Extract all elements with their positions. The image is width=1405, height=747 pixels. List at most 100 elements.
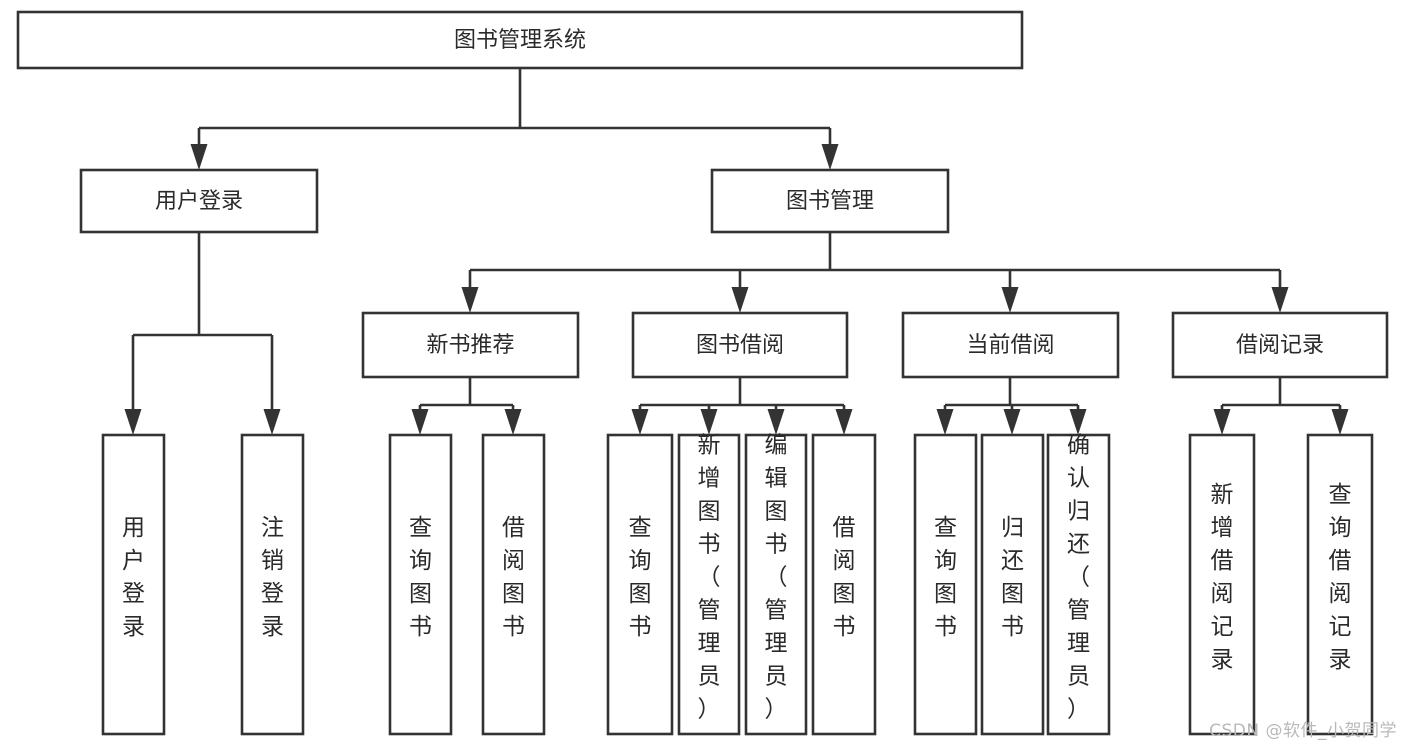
node-box[interactable] <box>1306 433 1374 736</box>
node-level2-1[interactable]: 图书管理 <box>710 168 950 234</box>
connector-new-to-2 <box>504 405 522 435</box>
arrow-head-icon <box>767 409 785 435</box>
connector-borrow-to-1 <box>631 405 649 435</box>
connector-books-to-new <box>461 270 479 313</box>
arrow-head-icon <box>1069 409 1087 435</box>
node-label: 查询借阅记录 <box>1329 482 1352 673</box>
node-box[interactable] <box>980 433 1045 736</box>
node-leaf-9[interactable]: 归还图书 <box>980 433 1045 736</box>
node-box[interactable] <box>361 311 580 379</box>
node-box[interactable] <box>240 433 305 736</box>
connector-borrow-to-4 <box>835 405 853 435</box>
connector-record-to-1 <box>1213 405 1231 435</box>
node-leaf-10[interactable]: 确认归还（管理员） <box>1046 433 1111 736</box>
arrow-head-icon <box>700 409 718 435</box>
node-label: 注销登录 <box>261 515 284 640</box>
node-label: 图书管理系统 <box>454 28 586 53</box>
arrow-head-icon <box>1331 409 1349 435</box>
arrow-head-icon <box>461 287 479 313</box>
node-leaf-12[interactable]: 查询借阅记录 <box>1306 433 1374 736</box>
node-box[interactable] <box>744 433 808 736</box>
node-label: 归还图书 <box>1001 515 1024 640</box>
node-leaf-8[interactable]: 查询图书 <box>913 433 978 736</box>
node-label: 借阅图书 <box>833 515 856 640</box>
node-level3-3[interactable]: 借阅记录 <box>1171 311 1389 379</box>
node-box[interactable] <box>901 311 1120 379</box>
node-box[interactable] <box>1046 433 1111 736</box>
connector-root-to-login <box>190 128 208 170</box>
connector-new-to-1 <box>411 405 429 435</box>
node-label: 查询图书 <box>409 515 432 640</box>
node-leaf-0[interactable]: 用户登录 <box>101 433 166 736</box>
node-box[interactable] <box>677 433 741 736</box>
connector-layer <box>124 68 1349 435</box>
node-label: 新增借阅记录 <box>1211 482 1234 673</box>
arrow-head-icon <box>731 287 749 313</box>
arrow-head-icon <box>263 409 281 435</box>
arrow-head-icon <box>1001 287 1019 313</box>
connector-current-to-2 <box>1003 405 1021 435</box>
arrow-head-icon <box>411 409 429 435</box>
connector-current-to-1 <box>936 405 954 435</box>
connector-login-to-1 <box>124 335 142 435</box>
node-leaf-2[interactable]: 查询图书 <box>388 433 453 736</box>
node-label: 查询图书 <box>629 515 652 640</box>
arrow-head-icon <box>1271 287 1289 313</box>
node-label: 用户登录 <box>155 189 243 214</box>
node-box[interactable] <box>811 433 877 736</box>
node-label: 当前借阅 <box>966 333 1054 358</box>
connector-current-to-3 <box>1069 405 1087 435</box>
node-box[interactable] <box>388 433 453 736</box>
node-box[interactable] <box>606 433 674 736</box>
connector-books-to-borrow <box>731 270 749 313</box>
node-label: 确认归还（管理员） <box>1067 433 1090 723</box>
node-label: 查询图书 <box>934 515 957 640</box>
arrow-head-icon <box>936 409 954 435</box>
connector-record-to-2 <box>1331 405 1349 435</box>
node-leaf-5[interactable]: 新增图书（管理员） <box>677 433 741 736</box>
connector-books-to-record <box>1271 270 1289 313</box>
node-box[interactable] <box>101 433 166 736</box>
arrow-head-icon <box>124 409 142 435</box>
arrow-head-icon <box>1003 409 1021 435</box>
node-box[interactable] <box>710 168 950 234</box>
node-leaf-1[interactable]: 注销登录 <box>240 433 305 736</box>
node-leaf-3[interactable]: 借阅图书 <box>481 433 546 736</box>
node-box[interactable] <box>16 10 1024 70</box>
connector-borrow-to-3 <box>767 405 785 435</box>
node-label: 借阅图书 <box>502 515 525 640</box>
connector-borrow-to-2 <box>700 405 718 435</box>
node-root-0[interactable]: 图书管理系统 <box>16 10 1024 70</box>
node-level2-0[interactable]: 用户登录 <box>79 168 319 234</box>
arrow-head-icon <box>1213 409 1231 435</box>
arrow-head-icon <box>835 409 853 435</box>
node-level3-0[interactable]: 新书推荐 <box>361 311 580 379</box>
arrow-head-icon <box>190 144 208 170</box>
node-box[interactable] <box>1188 433 1256 736</box>
node-leaf-6[interactable]: 编辑图书（管理员） <box>744 433 808 736</box>
connector-root-to-books <box>821 128 839 170</box>
node-label: 新书推荐 <box>426 333 514 358</box>
node-box[interactable] <box>481 433 546 736</box>
node-box[interactable] <box>913 433 978 736</box>
connector-books-to-current <box>1001 270 1019 313</box>
node-label: 图书管理 <box>786 189 874 214</box>
connector-login-to-2 <box>263 335 281 435</box>
node-box[interactable] <box>1171 311 1389 379</box>
node-leaf-11[interactable]: 新增借阅记录 <box>1188 433 1256 736</box>
arrow-head-icon <box>504 409 522 435</box>
node-leaf-7[interactable]: 借阅图书 <box>811 433 877 736</box>
arrow-head-icon <box>631 409 649 435</box>
node-label: 用户登录 <box>122 515 145 640</box>
node-layer: 图书管理系统用户登录图书管理新书推荐图书借阅当前借阅借阅记录用户登录注销登录查询… <box>16 10 1389 736</box>
node-box[interactable] <box>631 311 849 379</box>
node-label: 新增图书（管理员） <box>698 433 721 723</box>
node-label: 编辑图书（管理员） <box>765 433 788 723</box>
node-level3-1[interactable]: 图书借阅 <box>631 311 849 379</box>
node-label: 图书借阅 <box>696 333 784 358</box>
node-leaf-4[interactable]: 查询图书 <box>606 433 674 736</box>
node-box[interactable] <box>79 168 319 234</box>
node-level3-2[interactable]: 当前借阅 <box>901 311 1120 379</box>
